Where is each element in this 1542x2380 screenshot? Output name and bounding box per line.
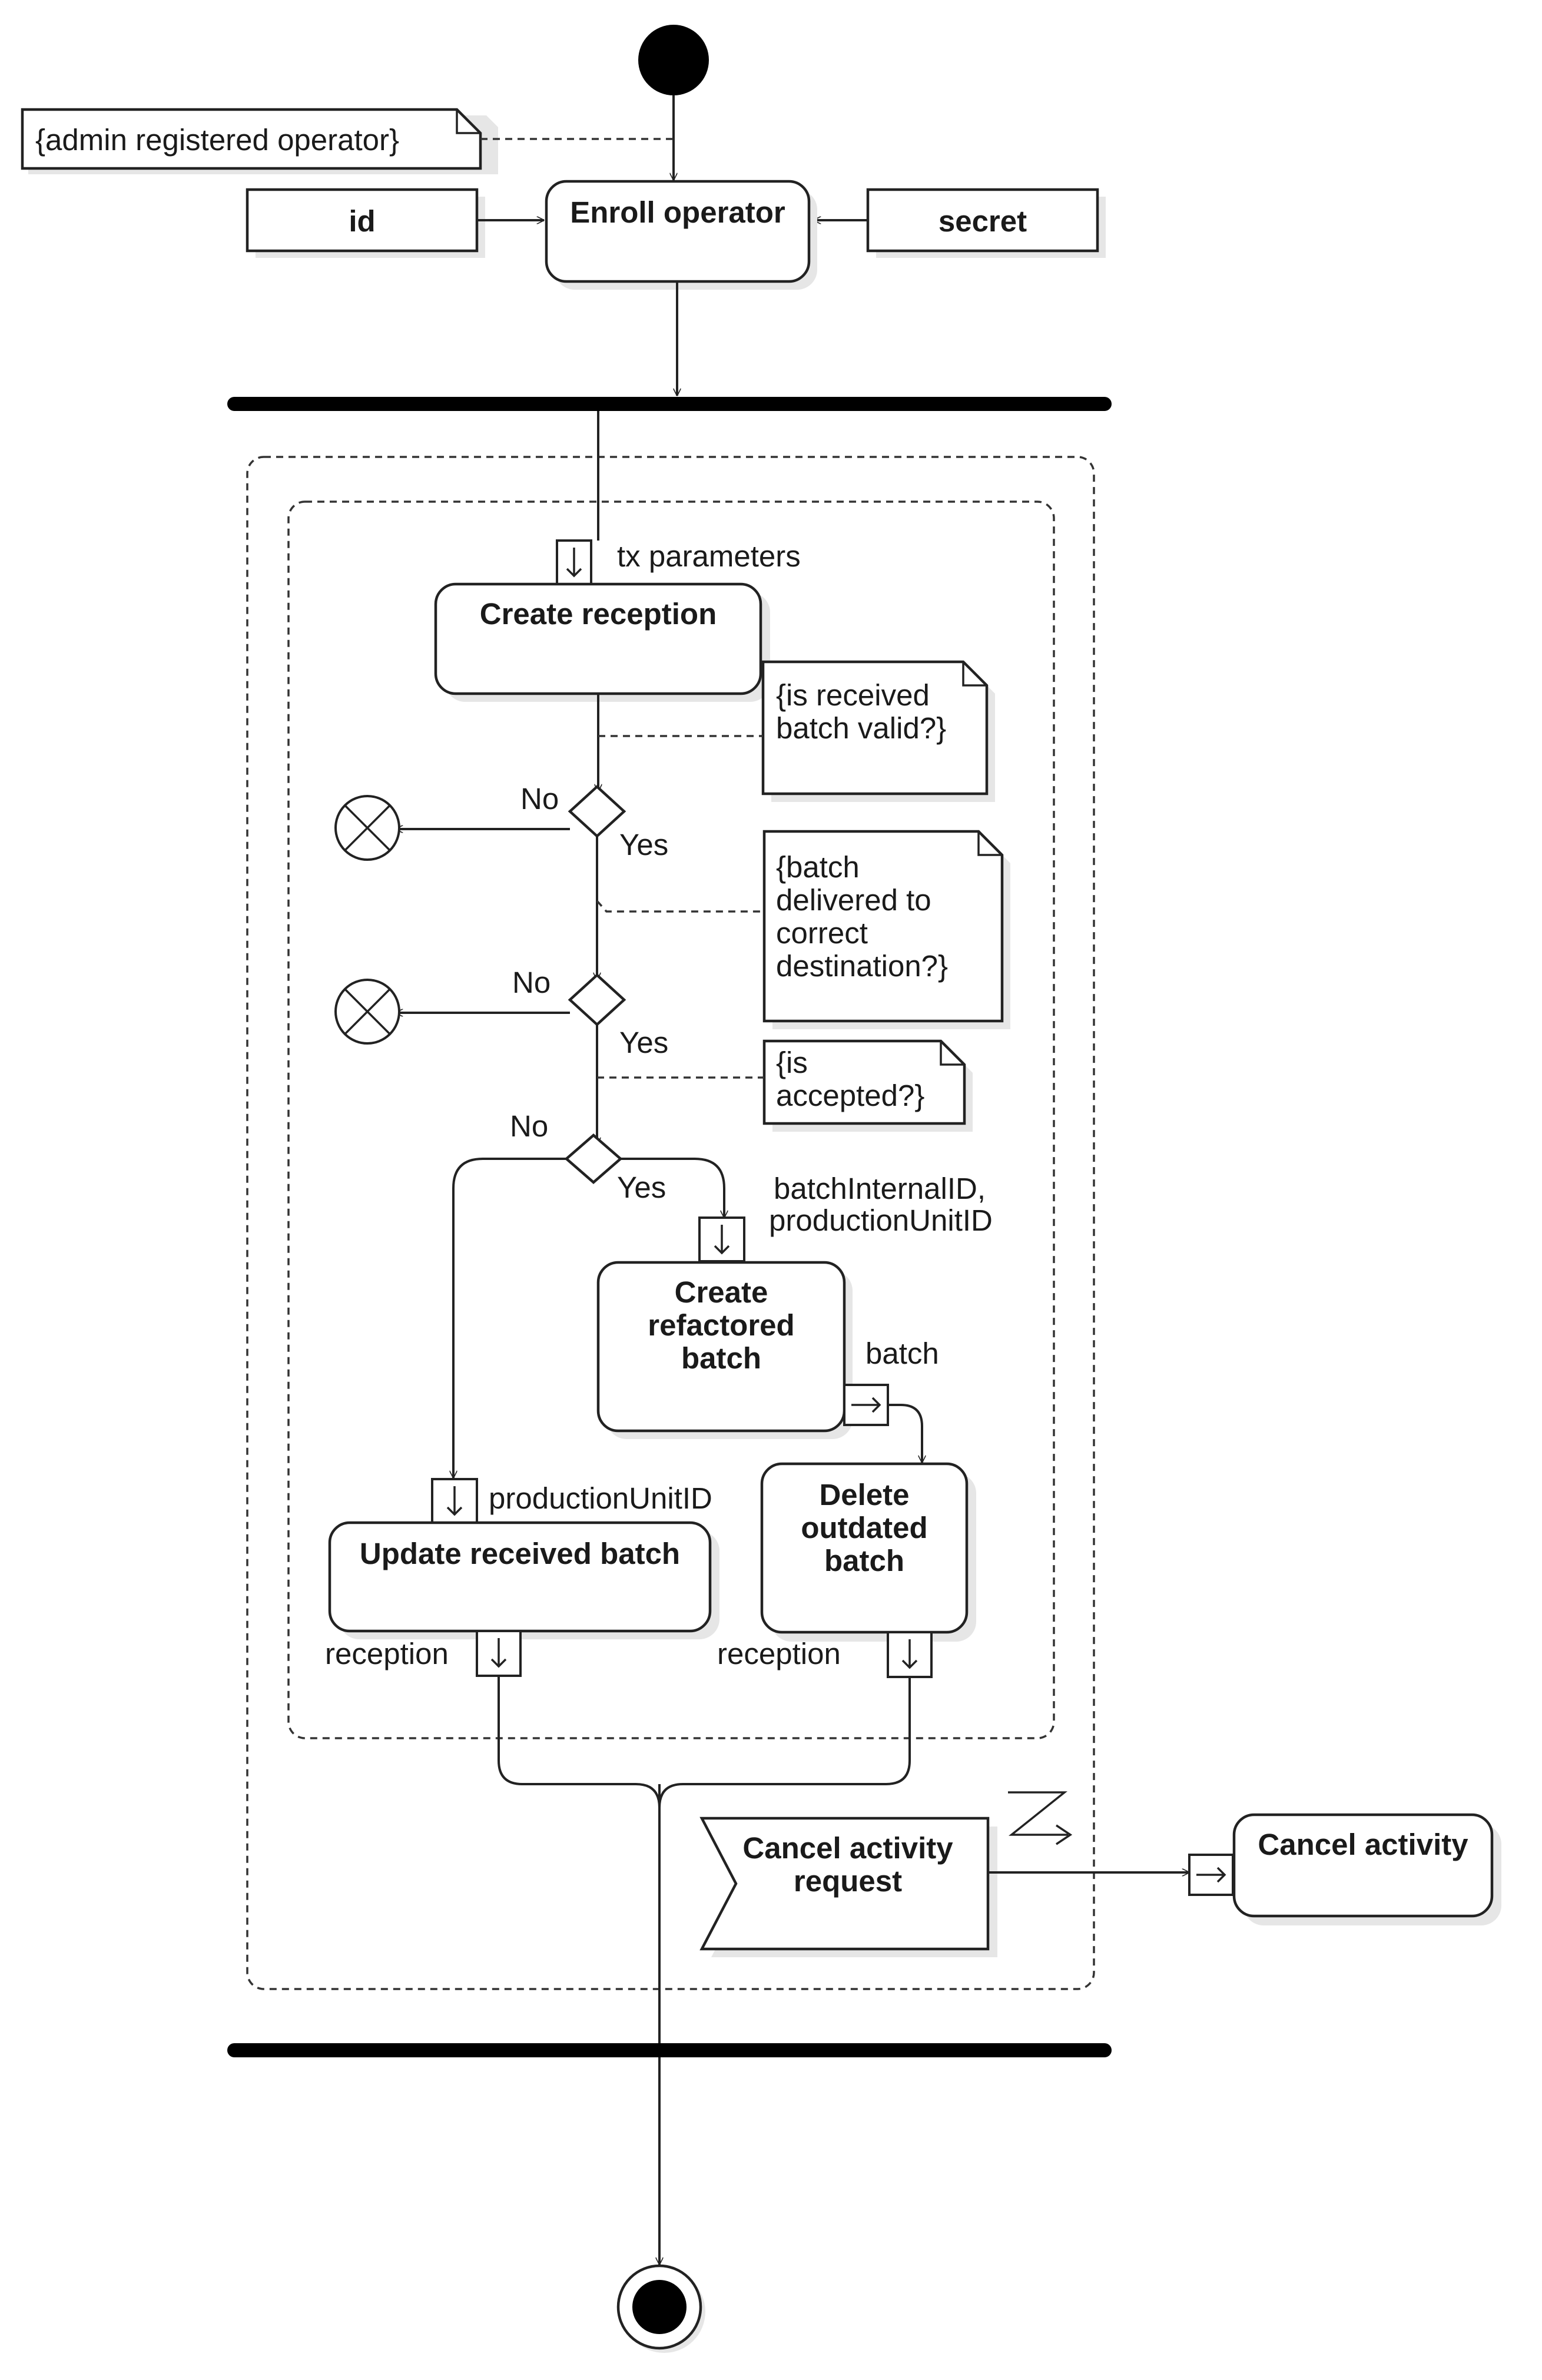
flow-final-node-1 bbox=[334, 795, 400, 861]
flow-refactored-to-delete bbox=[888, 1404, 922, 1463]
create-refactored-line-3: batch bbox=[681, 1341, 761, 1375]
pin-batch-output-arrow-icon bbox=[851, 1397, 881, 1413]
object-id-label: id bbox=[349, 204, 375, 238]
guard-yes-1: Yes bbox=[619, 828, 668, 861]
interrupt-lightning-icon bbox=[1008, 1791, 1068, 1836]
decision-node-2 bbox=[568, 973, 626, 1027]
note-admin-text: {admin registered operator} bbox=[35, 123, 399, 157]
pin-reception-left-label: reception bbox=[325, 1637, 449, 1670]
pin-reception-left-arrow-icon bbox=[490, 1638, 507, 1668]
note-valid-line-2: batch valid?} bbox=[776, 711, 946, 745]
flow-reception-left-merge bbox=[498, 1676, 661, 1808]
expansion-region-inner bbox=[287, 500, 1055, 1739]
action-create-reception: Create reception bbox=[434, 582, 770, 702]
note-destination-line-1: {batch bbox=[776, 850, 860, 884]
join-bar bbox=[227, 2043, 1112, 2057]
interrupt-arrowhead-icon bbox=[1056, 1824, 1073, 1845]
note-destination-line-3: correct bbox=[776, 916, 868, 950]
note-is-accepted: {is accepted?} bbox=[762, 1039, 973, 1132]
action-enroll-operator: Enroll operator bbox=[545, 180, 817, 290]
pin-tx-parameters-arrow-icon bbox=[566, 548, 582, 578]
flow-final-node-2 bbox=[334, 979, 400, 1045]
object-node-secret: secret bbox=[866, 188, 1106, 258]
note-batch-delivered-correct-destination: {batch delivered to correct destination?… bbox=[762, 830, 1010, 1029]
fork-bar bbox=[227, 397, 1112, 411]
pin-production-unit-id-arrow-icon bbox=[446, 1486, 463, 1516]
activity-final-node bbox=[616, 2264, 705, 2353]
note-valid-line-1: {is received bbox=[776, 678, 930, 712]
pin-batch-ids-arrow-icon bbox=[714, 1225, 730, 1255]
action-cancel-activity: Cancel activity bbox=[1232, 1813, 1501, 1925]
flow-decision-3-no bbox=[453, 1158, 566, 1478]
cancel-activity-label: Cancel activity bbox=[1258, 1828, 1468, 1861]
pin-batch-ids-label-2: productionUnitID bbox=[769, 1204, 993, 1237]
pin-reception-right-arrow-icon bbox=[901, 1639, 918, 1669]
object-secret-label: secret bbox=[939, 204, 1027, 238]
flow-reception-right-merge bbox=[658, 1677, 911, 1808]
enroll-operator-label: Enroll operator bbox=[570, 195, 785, 229]
guard-yes-2: Yes bbox=[619, 1026, 668, 1059]
accept-event-cancel-activity-request: Cancel activity request bbox=[699, 1817, 997, 1957]
cancel-request-line-2: request bbox=[794, 1864, 902, 1898]
guard-no-1: No bbox=[520, 782, 559, 816]
pin-tx-parameters-label: tx parameters bbox=[617, 539, 801, 573]
action-create-refactored-batch: Create refactored batch bbox=[596, 1261, 853, 1439]
delete-outdated-line-2: outdated bbox=[801, 1511, 927, 1544]
note-admin-registered-operator: {admin registered operator} bbox=[21, 108, 498, 174]
pin-batch-label: batch bbox=[865, 1337, 939, 1370]
note-destination-anchor bbox=[596, 900, 764, 913]
note-accepted-line-1: {is bbox=[776, 1046, 808, 1079]
pin-cancel-activity-arrow-icon bbox=[1196, 1867, 1226, 1883]
pin-batch-ids-label-1: batchInternalID, bbox=[774, 1172, 986, 1205]
interruptible-region-outer bbox=[246, 456, 1095, 1990]
pin-reception-right-label: reception bbox=[717, 1637, 841, 1670]
create-reception-label: Create reception bbox=[480, 597, 717, 631]
initial-node bbox=[638, 25, 709, 95]
note-destination-line-4: destination?} bbox=[776, 949, 948, 983]
cancel-request-line-1: Cancel activity bbox=[742, 1831, 953, 1865]
create-refactored-line-2: refactored bbox=[648, 1308, 794, 1342]
flow-decision-3-yes bbox=[621, 1158, 724, 1218]
delete-outdated-line-1: Delete bbox=[819, 1478, 909, 1511]
guard-no-3: No bbox=[510, 1109, 548, 1143]
update-received-label: Update received batch bbox=[360, 1537, 680, 1570]
guard-yes-3: Yes bbox=[617, 1171, 666, 1204]
delete-outdated-line-3: batch bbox=[824, 1544, 904, 1577]
action-delete-outdated-batch: Delete outdated batch bbox=[760, 1462, 976, 1642]
decision-node-1 bbox=[568, 784, 626, 838]
object-node-id: id bbox=[246, 188, 485, 258]
pin-production-unit-id-label: productionUnitID bbox=[489, 1481, 712, 1515]
note-is-received-batch-valid: {is received batch valid?} bbox=[761, 660, 995, 802]
note-destination-line-2: delivered to bbox=[776, 883, 931, 917]
action-update-received-batch: Update received batch bbox=[328, 1521, 719, 1639]
create-refactored-line-1: Create bbox=[675, 1275, 768, 1309]
guard-no-2: No bbox=[512, 966, 551, 999]
note-accepted-line-2: accepted?} bbox=[776, 1079, 924, 1112]
decision-node-3 bbox=[564, 1133, 623, 1184]
